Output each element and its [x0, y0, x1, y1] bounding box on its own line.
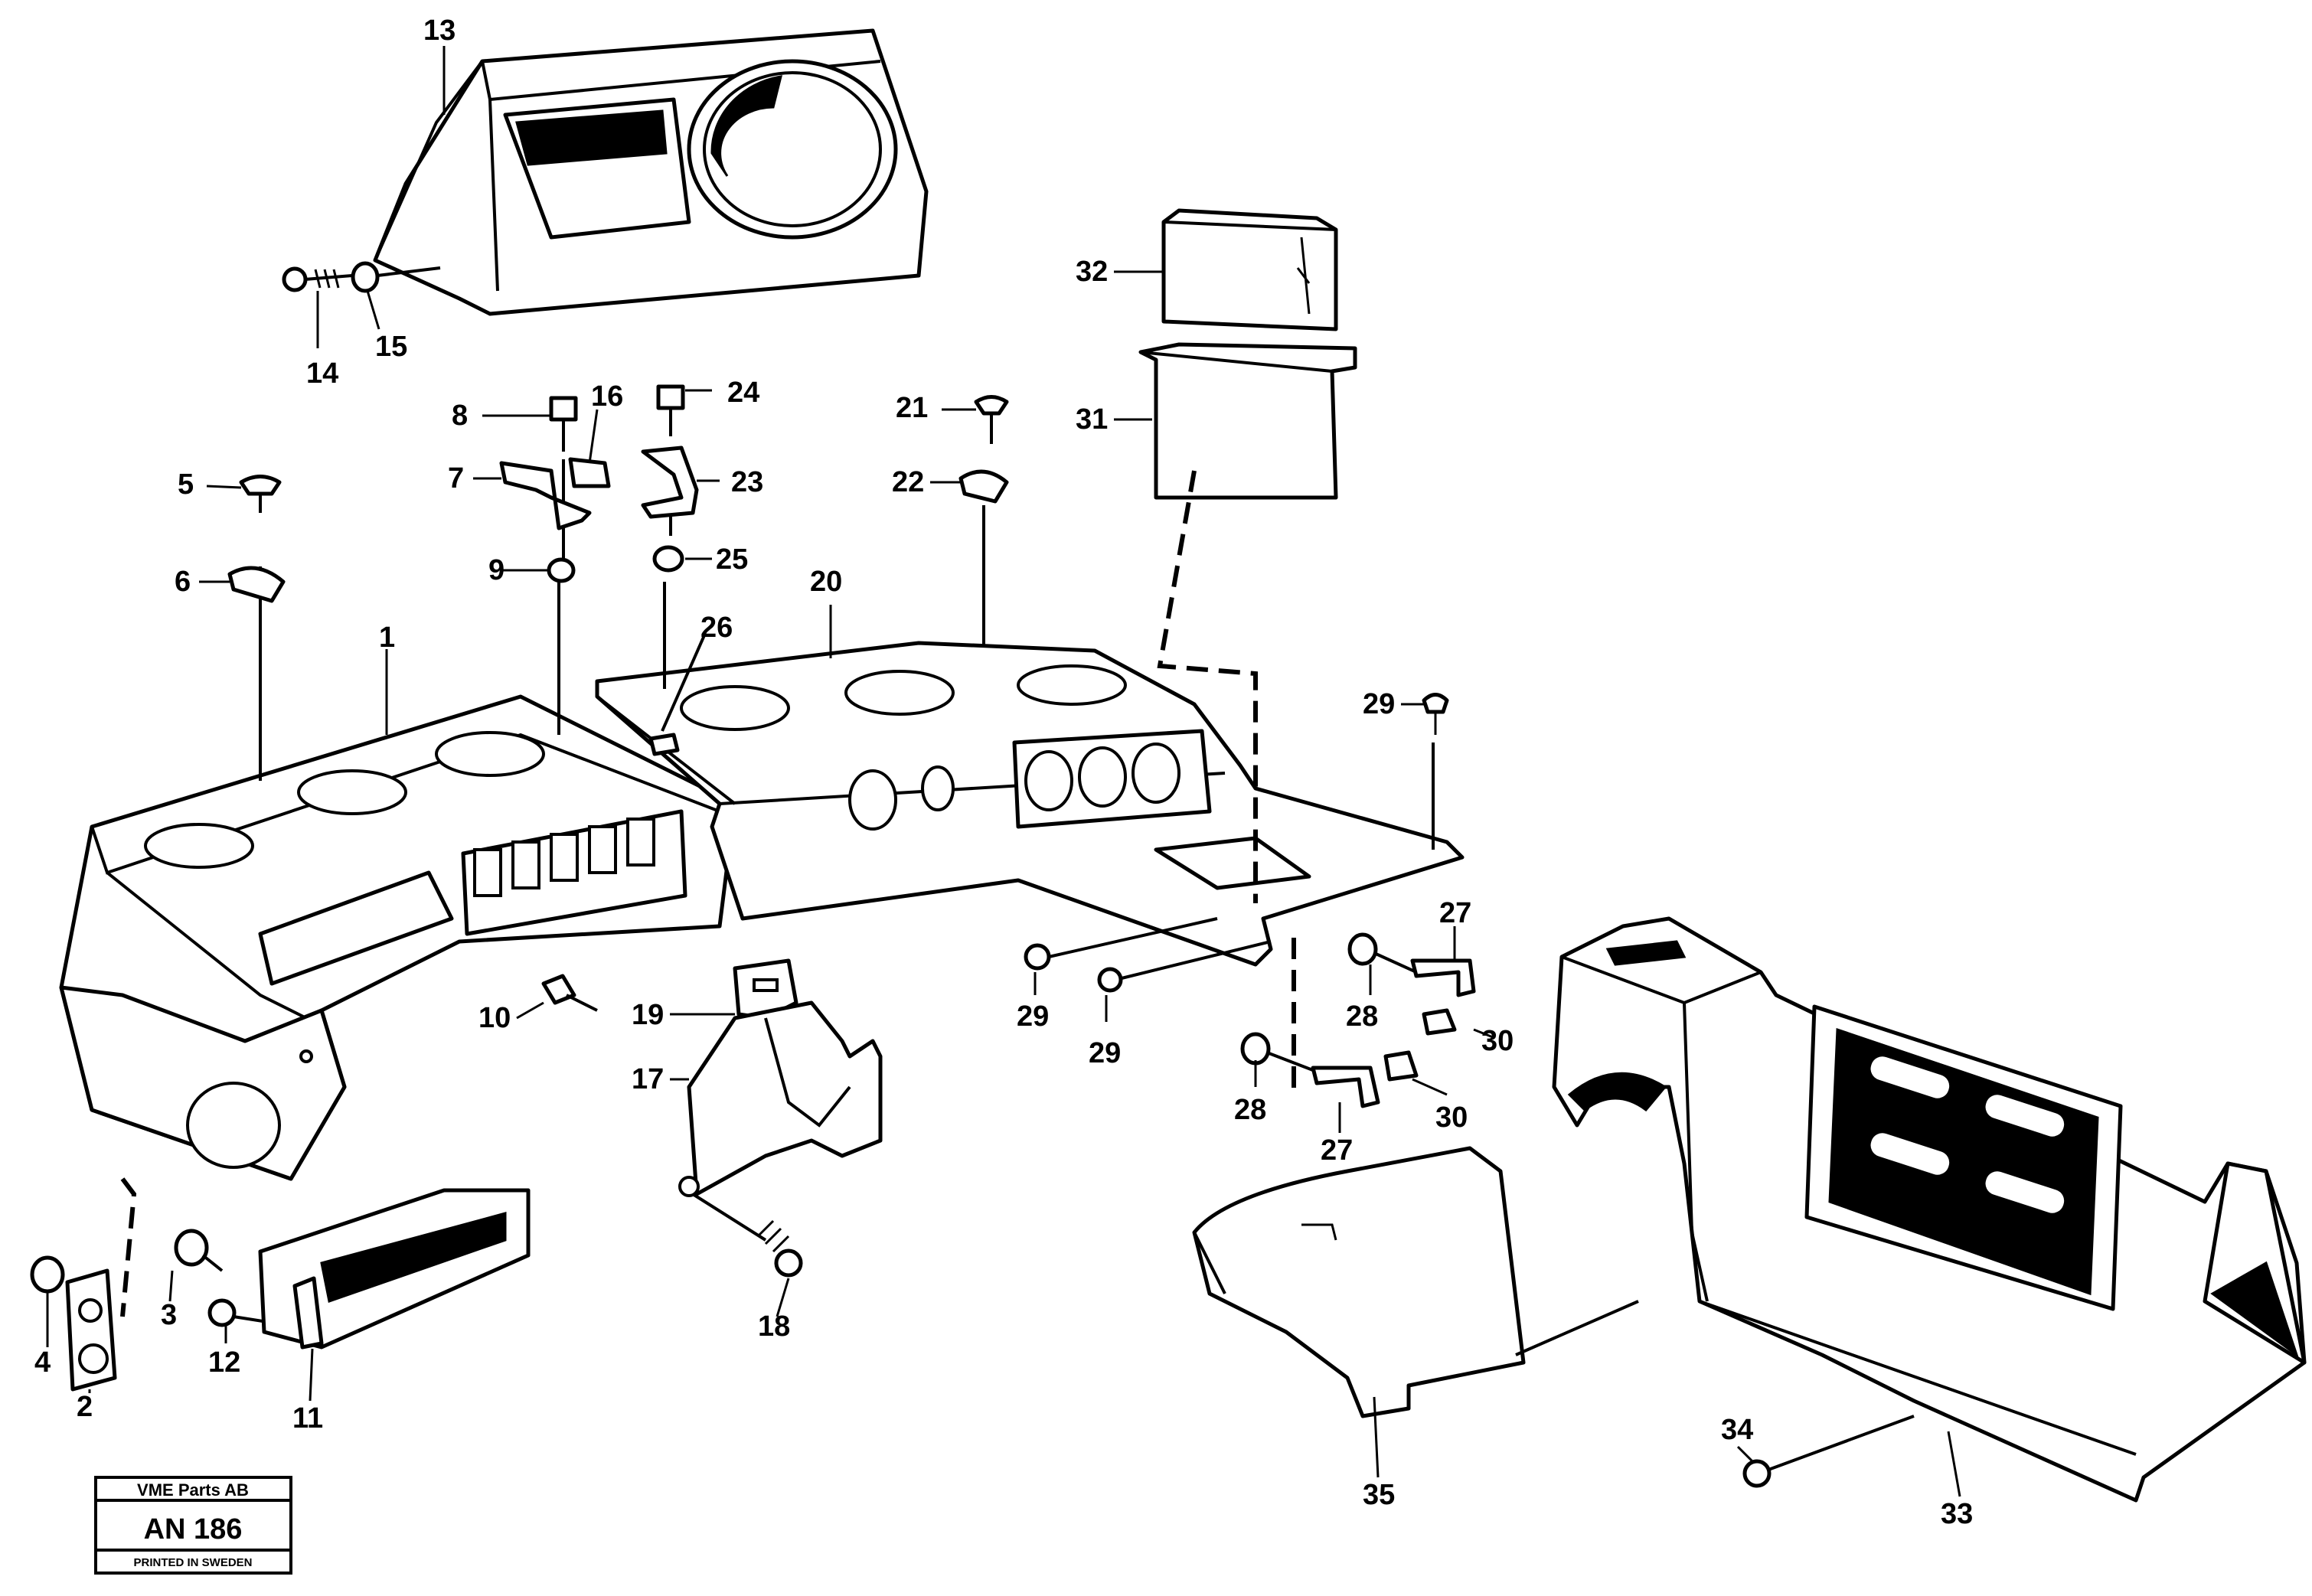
- callout-15: 15: [375, 331, 407, 363]
- clip-part-16: [568, 457, 611, 488]
- callout-22: 22: [892, 466, 924, 498]
- callout-12: 12: [208, 1346, 240, 1379]
- callout-16: 16: [591, 380, 623, 413]
- leader-lines: [46, 46, 1961, 1497]
- screw-part-29-mid: [1097, 940, 1272, 993]
- clip-part-6: [227, 566, 286, 603]
- callout-8: 8: [452, 400, 468, 432]
- callout-1: 1: [379, 622, 395, 654]
- callout-24: 24: [727, 377, 759, 409]
- callout-21: 21: [896, 392, 928, 424]
- callout-20: 20: [810, 566, 842, 598]
- nut-part-4: [30, 1255, 65, 1294]
- callout-28-top: 28: [1346, 1000, 1378, 1033]
- assembly-line-grille: [120, 1177, 137, 1317]
- callout-labels: 13 14 15 5 6 8 7 16 9 24 23 25 1 26 20 2…: [34, 15, 1973, 1530]
- bracket-part-23: [641, 446, 699, 519]
- nut-part-28-bottom: [1240, 1032, 1318, 1073]
- callout-29-mid: 29: [1089, 1037, 1121, 1069]
- title-block-footer: PRINTED IN SWEDEN: [133, 1556, 252, 1569]
- callout-27-bottom: 27: [1321, 1134, 1353, 1167]
- callout-7: 7: [448, 462, 464, 494]
- instrument-hood-part-13: [373, 28, 929, 316]
- retainer-part-10: [541, 974, 598, 1012]
- callout-27-top: 27: [1439, 897, 1471, 929]
- dashboard-right-part-20: [595, 641, 1465, 967]
- storage-box-part-11: [258, 1188, 531, 1350]
- callout-9: 9: [488, 554, 505, 586]
- assembly-line-ashtray: [1157, 470, 1258, 903]
- bracket-part-7: [499, 461, 592, 530]
- callout-11: 11: [292, 1402, 323, 1434]
- callout-13: 13: [423, 15, 456, 47]
- screw-part-5: [239, 475, 282, 781]
- callout-32: 32: [1076, 256, 1108, 288]
- washer-part-15: [351, 261, 441, 293]
- clip-part-30-top: [1422, 1008, 1457, 1036]
- callout-25: 25: [716, 543, 748, 576]
- callout-10: 10: [478, 1002, 511, 1034]
- callout-35: 35: [1363, 1479, 1395, 1511]
- callout-30-top: 30: [1481, 1025, 1514, 1057]
- callout-14: 14: [306, 357, 338, 390]
- bracket-part-27-bottom: [1311, 1066, 1380, 1108]
- spacer-part-9: [547, 557, 576, 583]
- screw-part-29-left: [1024, 917, 1218, 971]
- screw-part-21: [974, 395, 1009, 647]
- callout-33: 33: [1941, 1498, 1973, 1530]
- callout-19: 19: [632, 999, 664, 1031]
- callout-34: 34: [1721, 1414, 1753, 1446]
- title-block: VME Parts AB AN 186 PRINTED IN SWEDEN: [94, 1476, 292, 1575]
- nut-part-28-top: [1347, 932, 1417, 974]
- bracket-part-27-top: [1410, 958, 1476, 997]
- clip-part-22: [958, 469, 1009, 504]
- screw-part-29-top: [1422, 693, 1449, 850]
- callout-4: 4: [34, 1346, 51, 1379]
- dashboard-left-part-1: [59, 694, 737, 1181]
- duct-part-17: [678, 1000, 883, 1197]
- clip-part-3: [174, 1229, 224, 1272]
- callout-23: 23: [731, 466, 763, 498]
- title-block-code: AN 186: [144, 1513, 243, 1545]
- callout-29-top: 29: [1363, 688, 1395, 720]
- callout-6: 6: [175, 566, 191, 598]
- title-block-company: VME Parts AB: [137, 1480, 249, 1500]
- callout-5: 5: [178, 468, 194, 501]
- spacer-part-25: [652, 545, 684, 573]
- callout-28-bottom: 28: [1234, 1094, 1266, 1126]
- screw-part-14: [282, 266, 353, 292]
- callout-17: 17: [632, 1063, 664, 1095]
- callout-3: 3: [161, 1299, 177, 1331]
- callout-26: 26: [700, 612, 733, 644]
- plate-part-2: [65, 1268, 117, 1392]
- screw-part-18: [691, 1193, 803, 1278]
- screw-part-24: [656, 384, 685, 689]
- callout-18: 18: [758, 1310, 790, 1343]
- rear-panel-part-33: [1552, 916, 2307, 1503]
- callout-29-left: 29: [1017, 1000, 1049, 1033]
- callout-2: 2: [77, 1391, 93, 1423]
- callout-30-bottom: 30: [1435, 1102, 1468, 1134]
- ashtray-insert-part-32: [1161, 208, 1338, 331]
- screw-part-34: [1742, 1415, 1915, 1488]
- clip-part-30-bottom: [1383, 1050, 1419, 1082]
- washer-part-26: [648, 635, 706, 756]
- callout-31: 31: [1076, 403, 1108, 436]
- cover-part-35: [1192, 1146, 1639, 1418]
- ashtray-housing-part-31: [1138, 342, 1357, 500]
